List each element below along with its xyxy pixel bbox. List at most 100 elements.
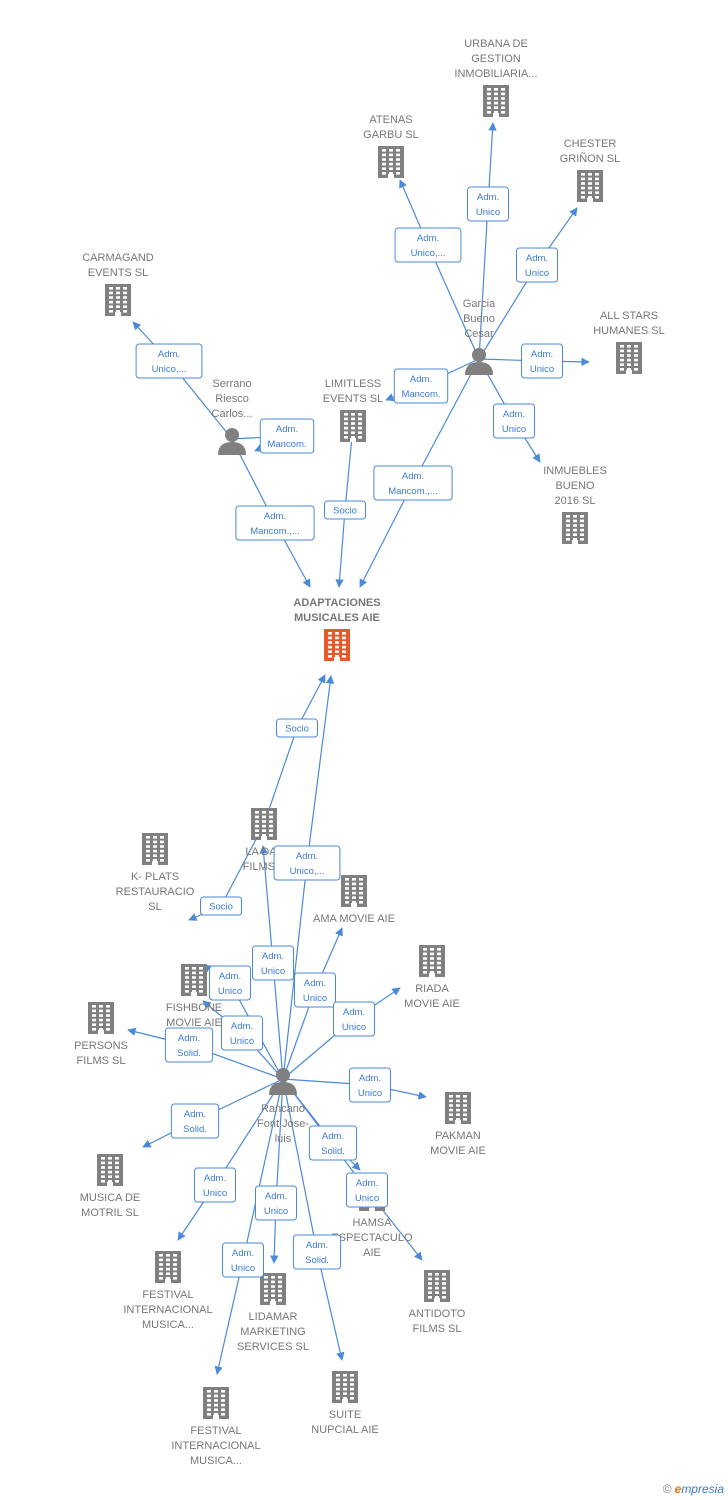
node-label-line: MUSICA...: [190, 1455, 242, 1467]
relation-badge[interactable]: Socio: [324, 500, 366, 520]
badge-label: Unico: [303, 993, 327, 1004]
relation-badge[interactable]: Adm.Unico: [467, 186, 509, 222]
relation-badge[interactable]: Adm.Unico,...: [135, 343, 203, 379]
node-label-line: Garcia: [463, 298, 496, 310]
relation-badge[interactable]: Adm.Unico,...: [273, 845, 341, 881]
node-label-line: ALL STARS: [600, 310, 658, 322]
node-urbana[interactable]: URBANA DEGESTIONINMOBILIARIA...: [454, 38, 538, 117]
node-label-line: NUPCIAL AIE: [311, 1424, 378, 1436]
node-label-line: Carlos...: [212, 408, 253, 420]
relation-badge[interactable]: Adm. Mancom.,...: [235, 505, 315, 541]
relation-badge[interactable]: Adm.Unico: [255, 1185, 297, 1221]
badge-box: [235, 505, 315, 541]
node-label-line: SL: [148, 901, 161, 913]
node-serrano[interactable]: SerranoRiescoCarlos...: [212, 378, 253, 455]
relation-badge[interactable]: Adm.Mancom.: [259, 418, 315, 454]
relation-badge[interactable]: Adm.Unico: [349, 1067, 391, 1103]
relation-badge[interactable]: Adm.Solid.: [308, 1125, 358, 1161]
node-label-line: ATENAS: [369, 114, 412, 126]
badge-label: Unico: [525, 268, 549, 279]
node-label-line: FISHBONE: [166, 1002, 222, 1014]
node-label-line: PERSONS: [74, 1040, 128, 1052]
badge-box: [135, 343, 203, 379]
badge-label: Adm.: [264, 511, 286, 522]
badge-label: Adm.: [262, 951, 284, 962]
relation-badge[interactable]: Socio: [276, 718, 318, 738]
relation-badge[interactable]: Adm.Unico: [252, 945, 294, 981]
relation-badge[interactable]: Adm.Unico: [221, 1015, 263, 1051]
node-ama[interactable]: AMA MOVIE AIE: [313, 875, 395, 925]
brand-name: mpresia: [681, 1482, 724, 1496]
relation-badge[interactable]: Adm.Unico: [333, 1001, 375, 1037]
relation-badge[interactable]: Adm.Unico: [209, 965, 251, 1001]
relation-badge[interactable]: Adm.Unico: [521, 343, 563, 379]
relation-badge[interactable]: Adm.Mancom.,...: [373, 465, 453, 501]
relation-badge[interactable]: Adm.Unico: [222, 1242, 264, 1278]
badge-label: Adm.: [219, 971, 241, 982]
node-label-line: Serrano: [212, 378, 251, 390]
empresia-footer[interactable]: ©empresia: [663, 1482, 724, 1496]
node-label-line: INTERNACIONAL: [171, 1440, 260, 1452]
badge-box: [222, 1242, 264, 1278]
relation-badge[interactable]: Adm.Unico: [346, 1172, 388, 1208]
relation-badge[interactable]: Adm.Solid.: [164, 1027, 214, 1063]
relation-badge[interactable]: Adm.Unico: [294, 972, 336, 1008]
relation-badge[interactable]: Adm.Unico: [493, 403, 535, 439]
badge-box: [259, 418, 315, 454]
node-label-line: ESPECTACULO: [331, 1232, 413, 1244]
node-label-line: GARBU SL: [363, 129, 419, 141]
node-label-line: INMOBILIARIA...: [454, 68, 537, 80]
node-atenas[interactable]: ATENAS GARBU SL: [363, 114, 419, 178]
node-label-line: FILMS SL: [413, 1323, 462, 1335]
badge-box: [394, 227, 462, 263]
relation-badge[interactable]: Socio: [200, 896, 242, 916]
relation-badge[interactable]: Adm. Unico: [516, 247, 558, 283]
building-icon: [340, 410, 366, 442]
node-label-line: LIDAMAR: [249, 1311, 298, 1323]
relation-badge[interactable]: Adm.Unico,...: [394, 227, 462, 263]
node-label-line: Rancano: [261, 1103, 305, 1115]
node-label-line: Cesar: [464, 328, 494, 340]
building-icon: [332, 1371, 358, 1403]
relation-badge[interactable]: Adm.Unico: [194, 1167, 236, 1203]
badge-label: Adm.: [526, 253, 548, 264]
node-label-line: INMUEBLES: [543, 465, 607, 477]
badge-box: [292, 1234, 342, 1270]
node-festival2[interactable]: FESTIVALINTERNACIONALMUSICA...: [171, 1387, 261, 1467]
badge-label: Unico,...: [411, 248, 446, 259]
node-label-line: MUSICALES AIE: [294, 612, 380, 624]
badge-box: [521, 343, 563, 379]
node-label-line: K- PLATS: [131, 871, 179, 883]
badge-label: Adm.: [410, 374, 432, 385]
badge-label: Adm.: [343, 1007, 365, 1018]
node-label-line: MUSICA DE: [80, 1192, 141, 1204]
badge-label: Unico: [530, 364, 554, 375]
node-label-line: GRIÑON SL: [560, 152, 621, 165]
relation-badge[interactable]: Adm.Solid.: [292, 1234, 342, 1270]
badge-label: Adm.: [359, 1073, 381, 1084]
relation-badge[interactable]: Adm.Solid.: [170, 1103, 220, 1139]
node-festival1[interactable]: FESTIVALINTERNACIONALMUSICA...: [123, 1251, 213, 1331]
relation-badge[interactable]: Adm.Mancom.: [393, 368, 449, 404]
badge-box: [170, 1103, 220, 1139]
badge-label: Mancom.,...: [250, 526, 300, 537]
node-label-line: MARKETING: [240, 1326, 305, 1338]
